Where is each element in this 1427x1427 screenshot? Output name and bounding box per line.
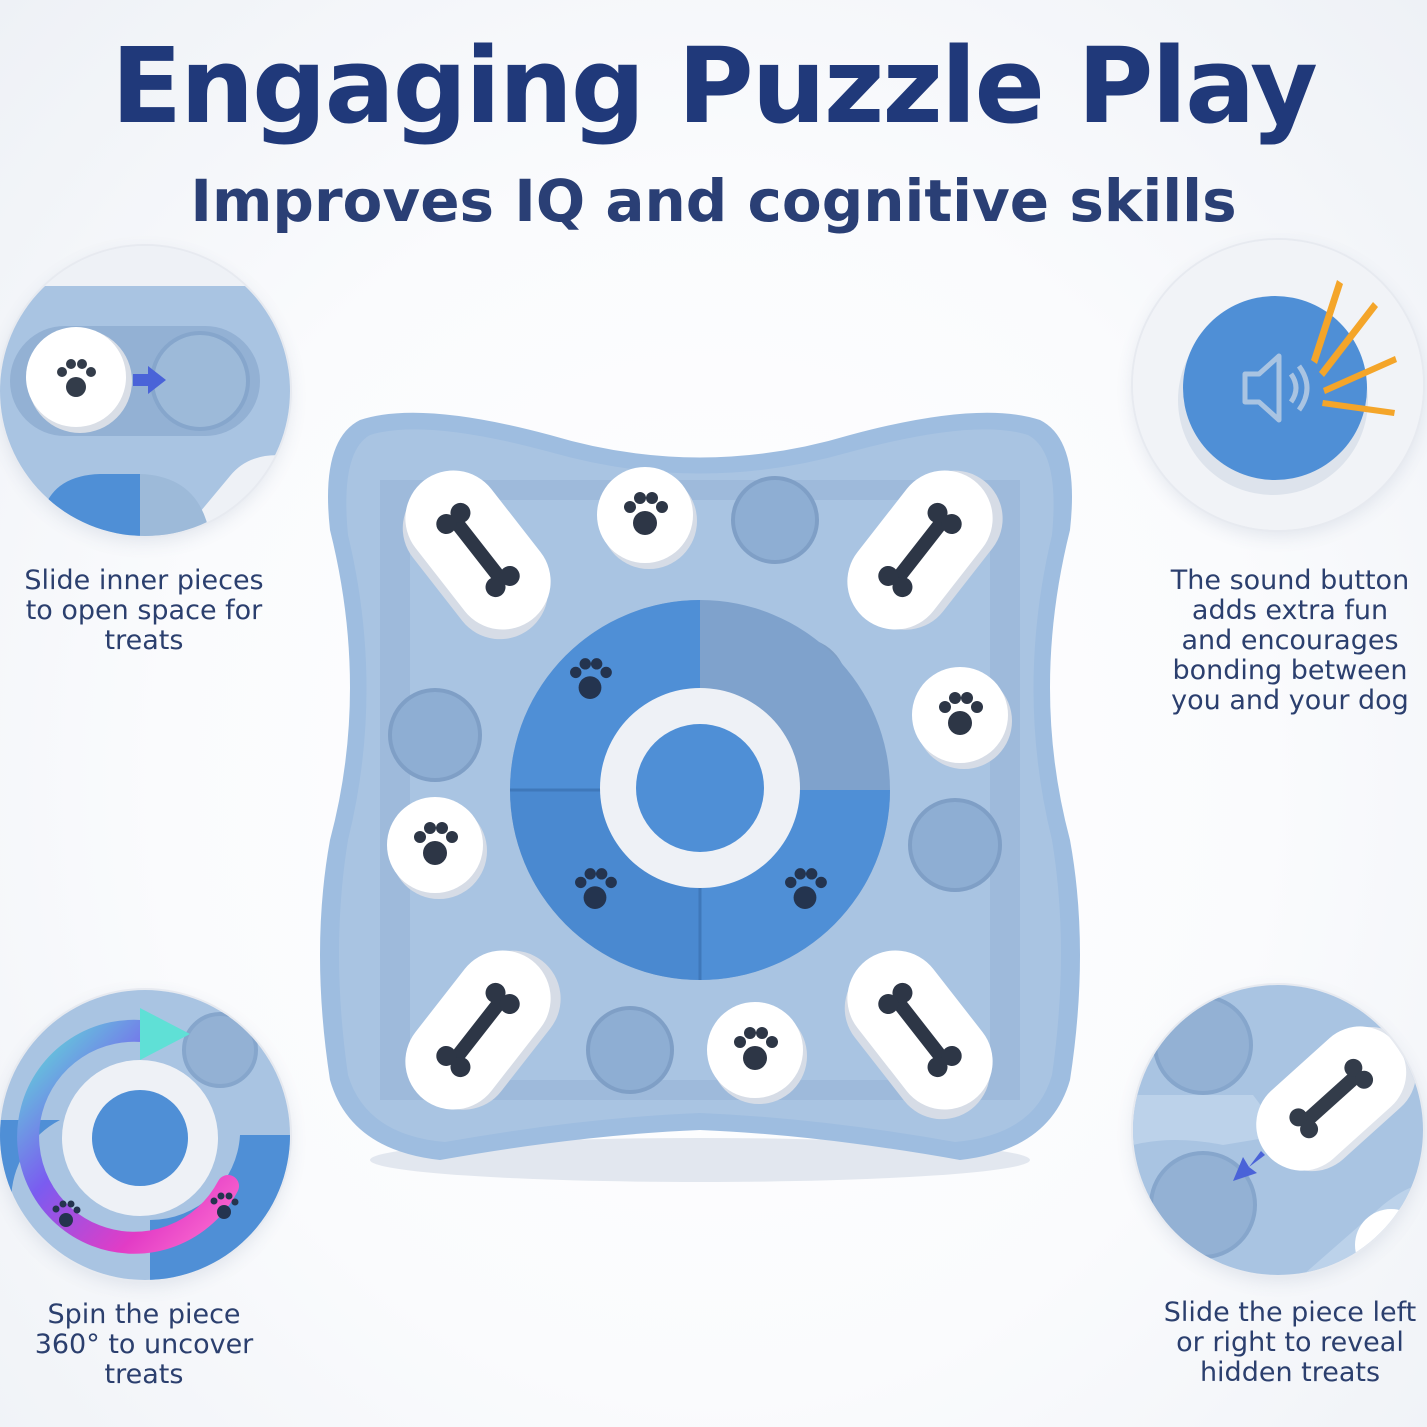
detail-spin-piece-image (0, 990, 290, 1280)
detail-slide-piece-image (1133, 985, 1423, 1275)
feature-caption-sound-button: The sound button adds extra fun and enco… (1170, 565, 1410, 716)
paw-icon (57, 359, 96, 397)
detail-slide-inner-image (0, 246, 290, 536)
speaker-icon (1242, 353, 1310, 423)
arrow-right-icon (1233, 1151, 1265, 1181)
paw-icon (52, 1192, 239, 1227)
puzzle-toy-image (300, 390, 1100, 1190)
page-subtitle: Improves IQ and cognitive skills (190, 167, 1237, 235)
arrow-right-icon (133, 366, 166, 394)
feature-caption-slide-piece: Slide the piece left or right to reveal … (1163, 1297, 1417, 1388)
feature-caption-spin-piece: Spin the piece 360° to uncover treats (34, 1299, 254, 1390)
rotate-arrow-icon (17, 1008, 239, 1254)
page-title: Engaging Puzzle Play (111, 25, 1318, 147)
bone-icon (1289, 1058, 1374, 1139)
feature-caption-slide-inner: Slide inner pieces to open space for tre… (24, 565, 264, 656)
detail-sound-button-image (1133, 240, 1423, 530)
